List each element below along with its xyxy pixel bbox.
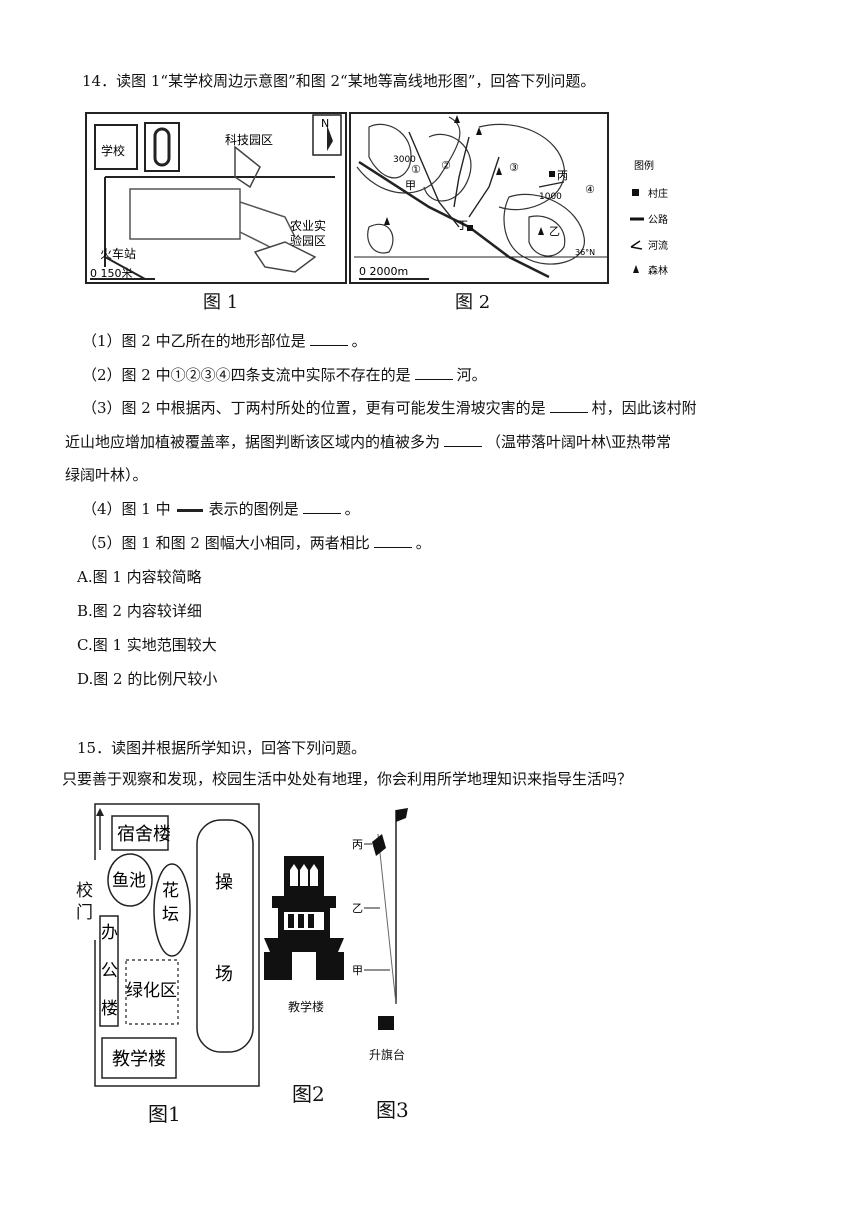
flower-label-1: 花 <box>162 881 179 901</box>
q14-sub5-end: 。 <box>415 534 431 552</box>
option-c[interactable]: C.图 1 实地范围较大 <box>77 636 217 654</box>
legend-village: 村庄 <box>648 187 668 200</box>
pond-label: 鱼池 <box>112 871 146 891</box>
answer-blank[interactable] <box>309 331 348 346</box>
q14-sub5: （5）图 1 和图 2 图幅大小相同，两者相比 。 <box>82 532 431 554</box>
q15-stem: 15．读图并根据所学知识，回答下列问题。 <box>77 739 367 757</box>
label-jia: 甲 <box>405 179 416 192</box>
q14-sub4-end: 。 <box>344 500 360 518</box>
q14-fig2-legend: 图例 村庄 公路 河流 森林 <box>628 157 698 277</box>
answer-blank[interactable] <box>373 533 412 548</box>
label-yi: 乙 <box>549 225 560 238</box>
q14-fig2-caption: 图 2 <box>455 292 491 313</box>
q14-sub4-text: （4）图 1 中 <box>82 500 171 518</box>
q15-fig2-label: 教学楼 <box>288 1000 325 1014</box>
fig3-yi: 乙 <box>352 902 363 915</box>
field-label-1: 操 <box>215 872 233 893</box>
agri-park-label-1: 农业实 <box>290 218 326 233</box>
option-d[interactable]: D.图 2 的比例尺较小 <box>77 670 218 688</box>
q14-sub4-text2: 表示的图例是 <box>208 500 299 518</box>
q15-fig1-caption: 图1 <box>148 1102 181 1126</box>
q14-stem: 14．读图 1“某学校周边示意图”和图 2“某地等高线地形图”，回答下列问题。 <box>82 72 596 90</box>
q14-sub3-mid: 村，因此该村附 <box>591 399 697 417</box>
gate-label: 校门 <box>76 881 93 923</box>
field-label-2: 场 <box>215 964 233 985</box>
fig1-scale: 0 150米 <box>90 267 133 280</box>
option-a[interactable]: A.图 1 内容较简略 <box>77 568 202 586</box>
q14-sub3-options: （温带落叶阔叶林\亚热带常 <box>486 433 672 451</box>
flower-label-2: 坛 <box>162 905 179 925</box>
road-legend-symbol <box>176 508 203 512</box>
label-4: ④ <box>585 183 595 196</box>
station-label: 火车站 <box>100 246 136 261</box>
legend-forest: 森林 <box>648 264 668 277</box>
label-3: ③ <box>509 161 519 174</box>
q14-sub1: （1）图 2 中乙所在的地形部位是 。 <box>82 330 367 352</box>
q14-sub1-text: （1）图 2 中乙所在的地形部位是 <box>82 332 306 350</box>
q14-sub5-text: （5）图 1 和图 2 图幅大小相同，两者相比 <box>82 534 370 552</box>
school-label: 学校 <box>101 143 125 158</box>
q14-figure-1: 学校 科技园区 农业实 验园区 火车站 N 0 150米 <box>85 107 349 289</box>
q14-sub2-text: （2）图 2 中①②③④四条支流中实际不存在的是 <box>82 366 411 384</box>
agri-park-label-2: 验园区 <box>290 233 326 248</box>
legend-river: 河流 <box>648 239 668 252</box>
q14-sub4: （4）图 1 中 表示的图例是 。 <box>82 498 360 520</box>
q14-sub1-end: 。 <box>351 332 367 350</box>
option-b[interactable]: B.图 2 内容较详细 <box>77 602 202 620</box>
q15-fig3-caption: 图3 <box>376 1098 409 1122</box>
tech-park-label: 科技园区 <box>225 133 273 147</box>
q14-sub3: （3）图 2 中根据丙、丁两村所处的位置，更有可能发生滑坡灾害的是 村，因此该村附 <box>82 397 697 419</box>
q14-fig1-caption: 图 1 <box>203 292 239 313</box>
q14-sub3-text2: 近山地应增加植被覆盖率，据图判断该区域内的植被多为 <box>65 433 441 451</box>
office-label-3: 楼 <box>101 999 118 1019</box>
q15-fig3-platform-label: 升旗台 <box>369 1048 406 1062</box>
green-label: 绿化区 <box>126 981 177 1001</box>
label-2: ② <box>441 159 451 172</box>
answer-blank[interactable] <box>414 365 453 380</box>
teach-label: 教学楼 <box>112 1049 166 1070</box>
q14-figure-2: 3000 1000 甲 乙 丙 丁 ① ② ③ ④ 36°N 0 2000m <box>349 107 611 289</box>
q15-figure-1: 宿舍楼 鱼池 花 坛 操 场 办 公 楼 绿化区 教学楼 <box>76 800 266 1100</box>
q14-sub3-line2: 近山地应增加植被覆盖率，据图判断该区域内的植被多为 （温带落叶阔叶林\亚热带常 <box>65 431 671 453</box>
q15-intro: 只要善于观察和发现，校园生活中处处有地理，你会利用所学地理知识来指导生活吗？ <box>62 770 633 788</box>
q14-sub3-line3: 绿阔叶林）。 <box>65 466 148 484</box>
north-label: N <box>321 117 329 130</box>
dorm-label: 宿舍楼 <box>117 824 171 845</box>
fig3-jia: 甲 <box>352 964 363 977</box>
contour-1000: 1000 <box>539 192 562 202</box>
fig2-scale: 0 2000m <box>359 265 408 278</box>
label-bing: 丙 <box>557 169 568 182</box>
answer-blank[interactable] <box>549 398 588 413</box>
q15-figure-3: 丙 乙 甲 <box>350 804 420 1044</box>
office-label-1: 办 <box>101 923 118 943</box>
q15-fig2-caption: 图2 <box>292 1082 325 1106</box>
legend-road: 公路 <box>648 213 668 226</box>
label-1: ① <box>411 163 421 176</box>
legend-title: 图例 <box>634 159 654 172</box>
label-ding: 丁 <box>457 219 468 232</box>
latitude-label: 36°N <box>575 248 595 257</box>
contour-3000: 3000 <box>393 155 416 165</box>
q14-sub2: （2）图 2 中①②③④四条支流中实际不存在的是 河。 <box>82 364 487 386</box>
q14-sub2-end: 河。 <box>456 366 487 384</box>
q14-sub3-text: （3）图 2 中根据丙、丁两村所处的位置，更有可能发生滑坡灾害的是 <box>82 399 546 417</box>
fig3-bing: 丙 <box>352 838 363 851</box>
answer-blank[interactable] <box>444 432 483 447</box>
answer-blank[interactable] <box>302 499 341 514</box>
q15-figure-2 <box>262 856 346 980</box>
office-label-2: 公 <box>101 961 118 981</box>
